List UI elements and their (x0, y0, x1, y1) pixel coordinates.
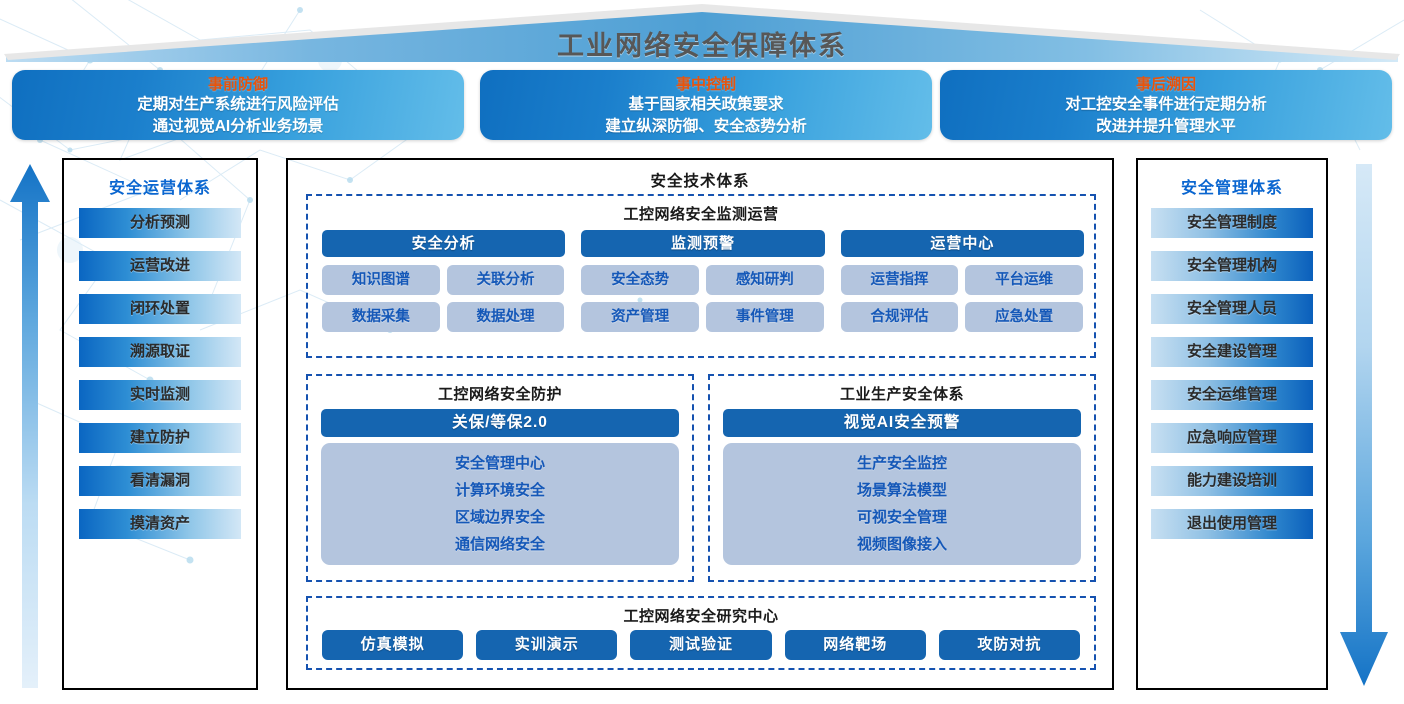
protection-line-compute-env[interactable]: 计算环境安全 (454, 482, 545, 499)
production-safety-head[interactable]: 视觉AI安全预警 (723, 409, 1081, 437)
security-technology-panel: 安全技术体系 工控网络安全监测运营 安全分析 知识图谱 关联分析 数据采集 数据… (286, 158, 1114, 690)
chip-perception-judgement[interactable]: 感知研判 (705, 265, 824, 295)
research-button-cyber-range[interactable]: 网络靶场 (784, 630, 926, 660)
phase-card-post-line2: 改进并提升管理水平 (1096, 118, 1236, 135)
left-panel-title: 安全运营体系 (108, 180, 211, 197)
roof-banner: 工业网络安全保障体系 (0, 4, 1404, 66)
ics-protection-head[interactable]: 关保/等保2.0 (321, 409, 679, 437)
sidebar-item-capability-training[interactable]: 能力建设培训 (1151, 466, 1313, 496)
column-operation-center: 运营中心 运营指挥 平台运维 合规评估 应急处置 (840, 230, 1084, 332)
arrow-up-icon (10, 164, 50, 688)
phase-card-during-line1: 基于国家相关政策要求 (628, 96, 784, 113)
research-button-test-verify[interactable]: 测试验证 (630, 630, 772, 660)
phase-card-pre[interactable]: 事前防御 定期对生产系统进行风险评估 通过视觉AI分析业务场景 (12, 70, 464, 140)
center-panel-title: 安全技术体系 (650, 173, 750, 190)
monitoring-columns: 安全分析 知识图谱 关联分析 数据采集 数据处理 监测预警 安全态势 感知研判 … (322, 230, 1084, 332)
monitoring-operation-block: 工控网络安全监测运营 安全分析 知识图谱 关联分析 数据采集 数据处理 监测预警… (306, 194, 1096, 358)
phase-card-row: 事前防御 定期对生产系统进行风险评估 通过视觉AI分析业务场景 事中控制 基于国… (0, 70, 1404, 148)
sidebar-item-build-protection[interactable]: 建立防护 (79, 423, 241, 453)
sidebar-item-exit-usage-mgmt[interactable]: 退出使用管理 (1151, 509, 1313, 539)
column-security-analysis: 安全分析 知识图谱 关联分析 数据采集 数据处理 (322, 230, 566, 332)
chip-compliance-assessment[interactable]: 合规评估 (840, 302, 959, 332)
ics-protection-block: 工控网络安全防护 关保/等保2.0 安全管理中心 计算环境安全 区域边界安全 通… (306, 374, 694, 582)
chip-security-posture[interactable]: 安全态势 (581, 265, 699, 295)
column-head-operation-center[interactable]: 运营中心 (840, 230, 1084, 257)
chip-platform-ops[interactable]: 平台运维 (965, 265, 1083, 295)
chip-event-management[interactable]: 事件管理 (705, 302, 824, 332)
sidebar-item-asset-discovery[interactable]: 摸清资产 (79, 509, 241, 539)
sidebar-item-analysis-forecast[interactable]: 分析预测 (79, 208, 241, 238)
chip-knowledge-graph[interactable]: 知识图谱 (322, 265, 440, 295)
research-center-block: 工控网络安全研究中心 仿真模拟 实训演示 测试验证 网络靶场 攻防对抗 (306, 596, 1096, 670)
ics-protection-body: 安全管理中心 计算环境安全 区域边界安全 通信网络安全 (321, 443, 679, 565)
production-safety-body: 生产安全监控 场景算法模型 可视安全管理 视频图像接入 (723, 443, 1081, 565)
phase-card-post-line1: 对工控安全事件进行定期分析 (1065, 96, 1267, 113)
security-operation-panel: 安全运营体系 分析预测 运营改进 闭环处置 溯源取证 实时监测 建立防护 看清漏… (62, 158, 258, 690)
production-line-safety-monitor[interactable]: 生产安全监控 (856, 455, 947, 472)
phase-card-during-title: 事中控制 (675, 76, 736, 93)
production-safety-block: 工业生产安全体系 视觉AI安全预警 生产安全监控 场景算法模型 可视安全管理 视… (708, 374, 1096, 582)
monitoring-operation-title: 工控网络安全监测运营 (623, 206, 779, 223)
phase-card-during[interactable]: 事中控制 基于国家相关政策要求 建立纵深防御、安全态势分析 (480, 70, 932, 140)
column-head-monitoring-alert[interactable]: 监测预警 (581, 230, 825, 257)
arrow-down-icon (1340, 164, 1388, 686)
column-monitoring-alert: 监测预警 安全态势 感知研判 资产管理 事件管理 (581, 230, 825, 332)
chip-correlation-analysis[interactable]: 关联分析 (446, 265, 565, 295)
phase-card-post[interactable]: 事后溯因 对工控安全事件进行定期分析 改进并提升管理水平 (940, 70, 1392, 140)
sidebar-item-see-vulnerability[interactable]: 看清漏洞 (79, 466, 241, 496)
research-button-attack-defense[interactable]: 攻防对抗 (938, 630, 1081, 660)
chip-data-collection[interactable]: 数据采集 (322, 302, 440, 332)
chip-operation-command[interactable]: 运营指挥 (840, 265, 959, 295)
page-title: 工业网络安全保障体系 (557, 31, 847, 61)
sidebar-item-operation-improve[interactable]: 运营改进 (79, 251, 241, 281)
production-line-video-ingest[interactable]: 视频图像接入 (856, 536, 947, 553)
research-center-buttons: 仿真模拟 实训演示 测试验证 网络靶场 攻防对抗 (322, 630, 1081, 660)
production-line-visual-safety-mgmt[interactable]: 可视安全管理 (856, 509, 947, 526)
sidebar-item-construction-mgmt[interactable]: 安全建设管理 (1151, 337, 1313, 367)
sidebar-item-mgmt-system[interactable]: 安全管理制度 (1151, 208, 1313, 238)
chip-emergency-response[interactable]: 应急处置 (965, 302, 1083, 332)
chip-asset-management[interactable]: 资产管理 (581, 302, 699, 332)
production-safety-title: 工业生产安全体系 (839, 386, 964, 403)
research-button-training-demo[interactable]: 实训演示 (476, 630, 618, 660)
research-center-title: 工控网络安全研究中心 (623, 608, 779, 625)
phase-card-pre-line1: 定期对生产系统进行风险评估 (137, 96, 339, 113)
chip-data-processing[interactable]: 数据处理 (446, 302, 565, 332)
left-panel-items: 分析预测 运营改进 闭环处置 溯源取证 实时监测 建立防护 看清漏洞 摸清资产 (64, 208, 256, 539)
sidebar-item-mgmt-org[interactable]: 安全管理机构 (1151, 251, 1313, 281)
chips-operation-center: 运营指挥 平台运维 合规评估 应急处置 (840, 265, 1084, 332)
sidebar-item-trace-forensics[interactable]: 溯源取证 (79, 337, 241, 367)
chips-security-analysis: 知识图谱 关联分析 数据采集 数据处理 (322, 265, 565, 332)
research-button-simulation[interactable]: 仿真模拟 (322, 630, 464, 660)
sidebar-item-ops-mgmt[interactable]: 安全运维管理 (1151, 380, 1313, 410)
sidebar-item-closed-loop[interactable]: 闭环处置 (79, 294, 241, 324)
phase-card-post-title: 事后溯因 (1135, 76, 1196, 93)
protection-line-comm-network[interactable]: 通信网络安全 (454, 536, 545, 553)
right-panel-items: 安全管理制度 安全管理机构 安全管理人员 安全建设管理 安全运维管理 应急响应管… (1138, 208, 1326, 539)
sidebar-item-emergency-mgmt[interactable]: 应急响应管理 (1151, 423, 1313, 453)
phase-card-pre-line2: 通过视觉AI分析业务场景 (152, 118, 324, 135)
security-management-panel: 安全管理体系 安全管理制度 安全管理机构 安全管理人员 安全建设管理 安全运维管… (1136, 158, 1328, 690)
sidebar-item-mgmt-personnel[interactable]: 安全管理人员 (1151, 294, 1313, 324)
production-line-scene-algorithm[interactable]: 场景算法模型 (856, 482, 947, 499)
column-head-security-analysis[interactable]: 安全分析 (322, 230, 566, 257)
protection-line-security-mgmt-center[interactable]: 安全管理中心 (454, 455, 545, 472)
phase-card-during-line2: 建立纵深防御、安全态势分析 (605, 118, 807, 135)
ics-protection-title: 工控网络安全防护 (437, 386, 562, 403)
phase-card-pre-title: 事前防御 (207, 76, 268, 93)
chips-monitoring-alert: 安全态势 感知研判 资产管理 事件管理 (581, 265, 824, 332)
right-panel-title: 安全管理体系 (1180, 180, 1283, 197)
protection-line-zone-boundary[interactable]: 区域边界安全 (454, 509, 545, 526)
sidebar-item-realtime-monitor[interactable]: 实时监测 (79, 380, 241, 410)
